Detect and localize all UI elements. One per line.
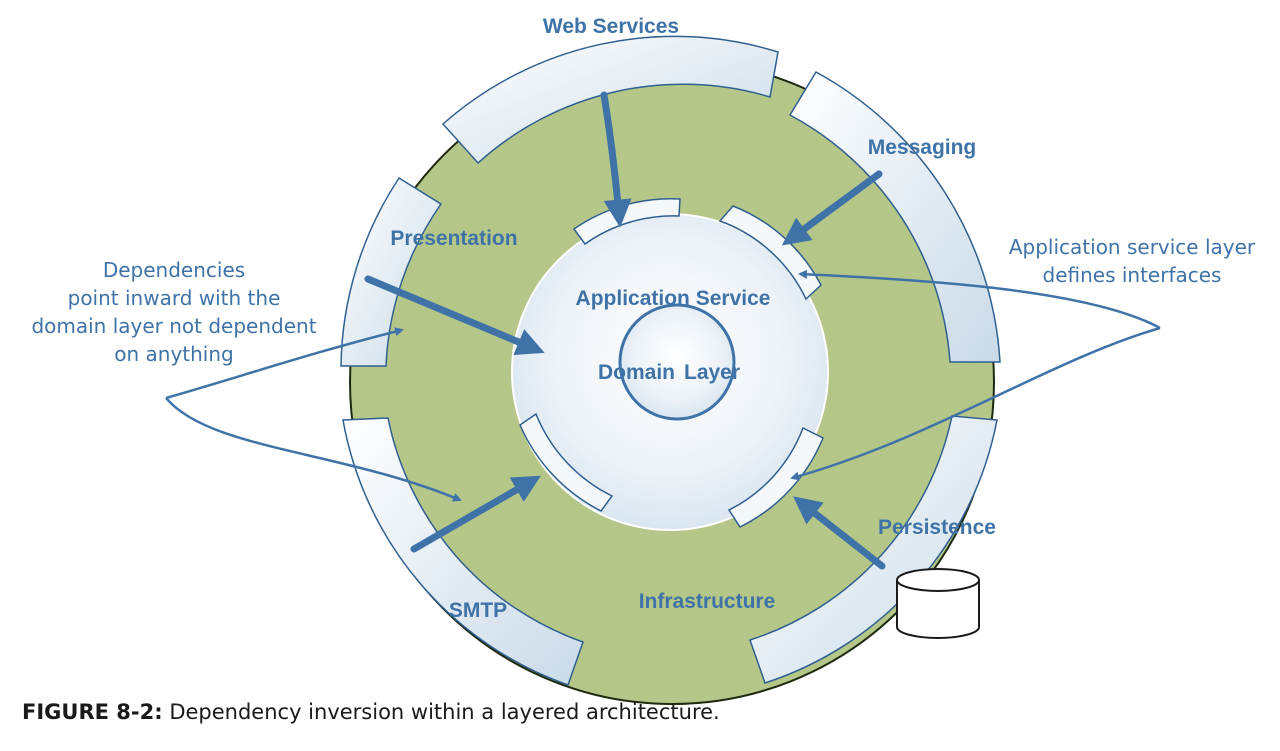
interface-tab-top-right — [718, 205, 822, 301]
application-service-label: Application Service — [576, 287, 771, 310]
messaging-label: Messaging — [868, 136, 977, 159]
left-note-line: domain layer not dependent — [31, 314, 316, 338]
figure-caption-text: Dependency inversion within a layered ar… — [169, 700, 720, 724]
arrow-icon — [600, 91, 632, 228]
right-note-line: defines interfaces — [1043, 263, 1222, 287]
arrow-icon — [781, 170, 883, 246]
infrastructure-label: Infrastructure — [639, 590, 776, 613]
database-cylinder-icon — [896, 568, 980, 639]
layer-label: Layer — [684, 361, 740, 384]
interface-tab-bottom-left — [519, 412, 614, 512]
right-note: Application service layer defines interf… — [1009, 235, 1256, 287]
left-note-line: on anything — [114, 342, 233, 366]
domain-label: Domain — [598, 361, 675, 384]
domain-layer-circle — [618, 303, 736, 421]
dependency-arrows — [364, 91, 886, 570]
left-note: Dependencies point inward with the domai… — [31, 258, 316, 366]
web-services-label: Web Services — [543, 15, 679, 38]
web-services-arc — [441, 35, 779, 165]
figure-number: FIGURE 8-2: — [22, 700, 163, 724]
annotation-curves — [165, 269, 1161, 502]
presentation-arc — [340, 176, 443, 367]
arrow-icon — [364, 275, 545, 355]
arrow-icon — [410, 475, 541, 553]
figure-caption: FIGURE 8-2: Dependency inversion within … — [22, 700, 1222, 724]
left-note-line: Dependencies — [103, 258, 245, 282]
smtp-arc — [342, 417, 584, 686]
smtp-label: SMTP — [449, 599, 507, 622]
presentation-label: Presentation — [390, 227, 517, 250]
arrow-icon — [793, 496, 886, 570]
persistence-label: Persistence — [878, 516, 996, 539]
left-note-line: point inward with the — [68, 286, 281, 310]
messaging-arc — [788, 70, 1001, 363]
persistence-arc — [749, 415, 998, 684]
right-note-line: Application service layer — [1009, 235, 1256, 259]
